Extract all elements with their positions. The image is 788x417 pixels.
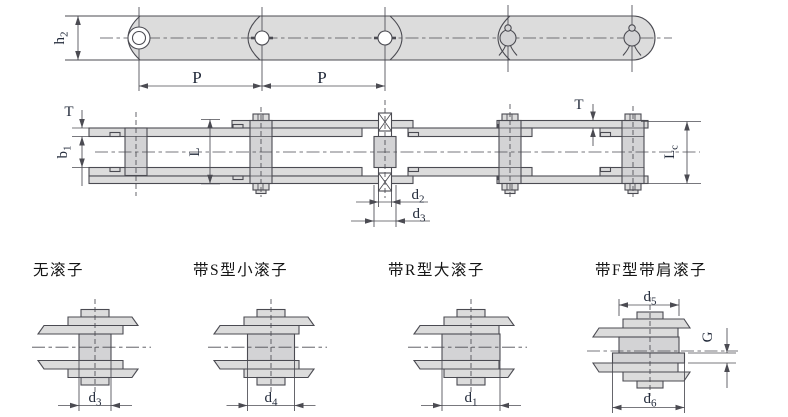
pitch-label-right: P: [317, 68, 326, 87]
dimension-t-left: T: [64, 104, 92, 137]
dimension-lc: Lc: [641, 121, 701, 184]
inner-plate: [88, 127, 363, 138]
l-label: L: [187, 147, 203, 156]
roller-flange-section: [611, 352, 686, 364]
d3-label: d3: [413, 206, 427, 225]
pin-hole: [251, 30, 273, 46]
dimension-d3-figure: d3: [58, 360, 132, 411]
dimension-d4-figure: d4: [226, 360, 316, 411]
figure-title: 带S型小滚子: [193, 261, 288, 279]
pitch-label-left: P: [192, 68, 201, 87]
g-figure-label: G: [700, 331, 716, 342]
dimension-pitch: P P: [139, 68, 385, 89]
roller-figures: 无滚子 d3 带S型小滚子: [32, 261, 738, 413]
figure-title: 带F型带肩滚子: [595, 261, 707, 279]
top-view: h2 P P: [52, 5, 672, 91]
d1-figure-label: d1: [465, 390, 478, 409]
dimension-g-figure: G: [688, 328, 736, 388]
pin-with-cotter: [622, 24, 642, 56]
dimension-d3: d3: [351, 185, 430, 227]
dimension-t-right: T: [574, 97, 604, 146]
lc-label: Lc: [662, 145, 681, 159]
figure-f-shouldered-roller: 带F型带肩滚子 d5: [587, 261, 738, 413]
figure-r-large-roller: 带R型大滚子 d1: [388, 261, 527, 411]
plate-end-arc: [497, 15, 511, 61]
dimension-b1: b1: [55, 136, 92, 186]
pin-hole: [374, 30, 396, 46]
dimension-d5-figure: d5: [618, 289, 680, 316]
outer-plate: [496, 119, 649, 129]
pin-with-cotter: [498, 24, 518, 56]
t-left-label: T: [64, 104, 73, 120]
d3-figure-label: d3: [89, 390, 103, 409]
d5-figure-label: d5: [644, 289, 658, 308]
side-view: T b1 L d2: [55, 97, 701, 227]
d2-label: d2: [412, 187, 425, 206]
d4-figure-label: d4: [265, 390, 279, 409]
figure-s-small-roller: 带S型小滚子 d4: [193, 261, 327, 411]
strip-right-cap: [632, 15, 656, 61]
d6-figure-label: d6: [644, 391, 658, 410]
dimension-l: L: [187, 119, 220, 185]
t-right-label: T: [574, 97, 583, 113]
pin-hole-bushed: [127, 26, 151, 50]
figure-title: 无滚子: [33, 261, 84, 279]
b1-label: b1: [55, 146, 74, 159]
figure-no-roller: 无滚子 d3: [32, 261, 151, 411]
h2-label: h2: [52, 32, 71, 45]
figure-title: 带R型大滚子: [388, 261, 485, 279]
dimension-d1-figure: d1: [421, 360, 521, 411]
dimension-h2: h2: [52, 16, 81, 60]
outer-plate: [496, 175, 649, 185]
dimension-d6-figure: d6: [612, 363, 685, 413]
